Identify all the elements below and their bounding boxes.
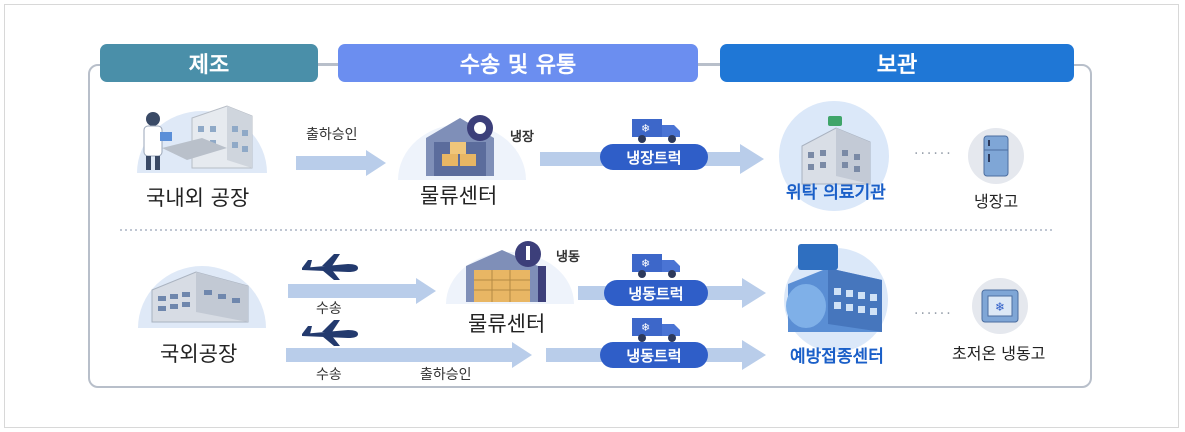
medical-institution-icon: [779, 101, 889, 211]
refrigerated-truck-pill: 냉장트럭: [600, 144, 708, 170]
refrigerated-truck-icon: ❄: [632, 119, 680, 143]
lower-approval-label: 출하승인: [420, 367, 472, 383]
ultra-low-freezer-label: 초저온 냉동고: [952, 344, 1046, 363]
overseas-transport-arrow-upper: [288, 278, 436, 304]
header-storage: 보관: [720, 44, 1074, 82]
medical-institution-label: 위탁 의료기관: [786, 183, 886, 203]
row-separator: [120, 229, 1054, 231]
refrigerated-warehouse-icon: [398, 115, 526, 180]
header-transport: 수송 및 유통: [338, 44, 698, 82]
top-approval-label: 출하승인: [306, 127, 358, 143]
svg-text:❄: ❄: [641, 122, 650, 135]
overseas-transport-arrow-lower: [286, 342, 532, 368]
airplane-icon: [302, 320, 358, 346]
top-logistics-center-label: 물류센터: [420, 184, 498, 208]
overseas-factory-icon: [138, 266, 266, 328]
frozen-warehouse-icon: [446, 241, 574, 304]
bottom-center-temperature-tag: 냉동: [556, 250, 580, 265]
refrigerator-label: 냉장고: [974, 192, 1019, 211]
vaccination-center-icon: [784, 244, 888, 352]
frozen-truck-icon-upper: ❄: [632, 254, 680, 278]
upper-transport-label: 수송: [316, 301, 342, 317]
upper-frozen-truck-pill: 냉동트럭: [604, 280, 708, 306]
header-connector: [318, 63, 338, 66]
ultra-low-freezer-icon: ❄: [972, 278, 1028, 334]
top-approval-arrow: [296, 150, 386, 176]
domestic-factory-icon: [137, 105, 267, 173]
svg-text:❄: ❄: [641, 257, 650, 270]
header-manufacturing: 제조: [100, 44, 318, 82]
vaccination-center-label: 예방접종센터: [790, 347, 884, 367]
bottom-connector-dots: ······: [914, 306, 953, 322]
refrigerator-icon: [968, 128, 1024, 184]
top-connector-dots: ······: [914, 146, 953, 162]
lower-frozen-truck-pill: 냉동트럭: [600, 342, 708, 368]
svg-text:❄: ❄: [641, 321, 650, 334]
header-connector: [698, 63, 720, 66]
airplane-icon: [302, 254, 358, 280]
domestic-factory-label: 국내외 공장: [146, 186, 250, 210]
svg-text:❄: ❄: [995, 300, 1005, 314]
diagram-canvas: [4, 4, 1179, 428]
frozen-truck-icon-lower: ❄: [632, 318, 680, 342]
top-center-temperature-tag: 냉장: [510, 130, 534, 145]
overseas-factory-label: 국외공장: [160, 342, 238, 366]
lower-transport-label: 수송: [316, 367, 342, 383]
bottom-logistics-center-label: 물류센터: [468, 312, 546, 336]
